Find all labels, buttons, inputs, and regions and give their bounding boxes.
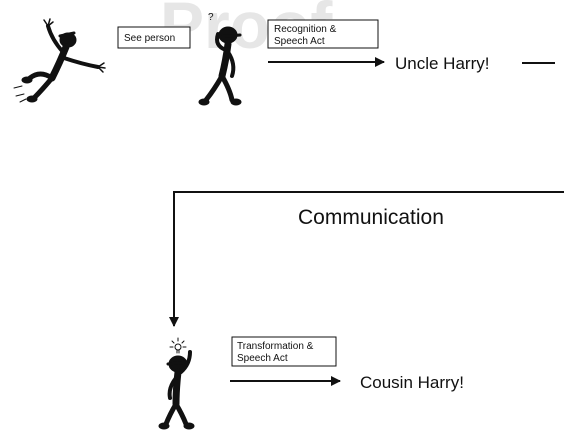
idea-person-figure xyxy=(158,337,195,430)
question-mark-icon: ? xyxy=(208,12,214,23)
uncle-harry-utterance: Uncle Harry! xyxy=(395,54,489,73)
waving-person-figure xyxy=(13,18,106,103)
recognition-speech-act-box: Recognition & Speech Act xyxy=(267,19,379,49)
transformation-label-line2: Speech Act xyxy=(237,353,288,364)
thinking-person-figure: ? xyxy=(198,12,242,106)
cousin-harry-utterance: Cousin Harry! xyxy=(360,373,464,392)
see-person-box: See person xyxy=(117,26,191,49)
recognition-label-line1: Recognition & xyxy=(274,24,337,35)
communication-channel-line xyxy=(169,191,564,327)
transformation-label-line1: Transformation & xyxy=(237,341,314,352)
transformation-speech-act-box: Transformation & Speech Act xyxy=(231,336,337,367)
lightbulb-icon xyxy=(169,337,187,354)
see-person-label: See person xyxy=(124,33,175,44)
recognition-label-line2: Speech Act xyxy=(274,36,325,47)
communication-label: Communication xyxy=(298,206,444,229)
